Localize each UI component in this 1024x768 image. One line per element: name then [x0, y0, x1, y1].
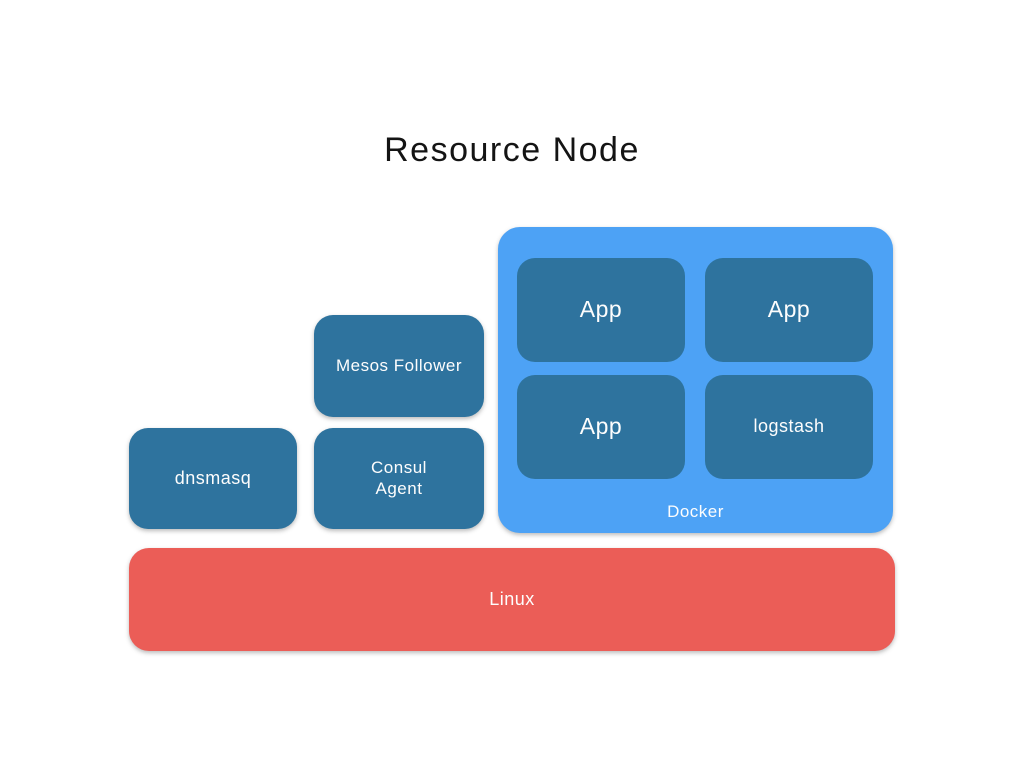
consul-agent-box: Consul Agent [314, 428, 484, 529]
docker-app-box-2: App [705, 258, 873, 362]
diagram-title: Resource Node [384, 131, 640, 169]
mesos-follower-box: Mesos Follower [314, 315, 484, 417]
linux-os-box: Linux [129, 548, 895, 651]
docker-label: Docker [667, 501, 724, 521]
docker-app-box-3: App [517, 375, 685, 479]
docker-logstash-box: logstash [705, 375, 873, 479]
dnsmasq-box: dnsmasq [129, 428, 297, 529]
docker-app-box-1: App [517, 258, 685, 362]
